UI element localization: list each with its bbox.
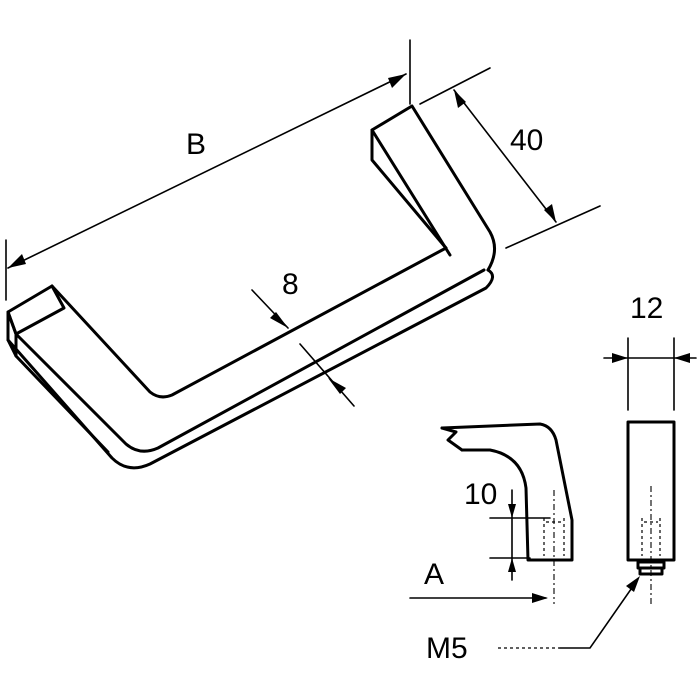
dimension-10: 10 — [464, 478, 551, 581]
hole-depth-arrow-top — [508, 504, 516, 518]
thread-leader-arrow — [626, 576, 640, 592]
handle-top-inner-edge — [50, 246, 448, 399]
side-profile-view — [440, 422, 574, 604]
width-arrow-right — [674, 353, 690, 363]
b-arrow-right — [388, 74, 406, 88]
profile-break-line — [440, 426, 464, 452]
dimension-a: A — [409, 558, 548, 603]
depth-extension-bottom — [505, 205, 601, 249]
depth-label: 40 — [510, 124, 543, 157]
projection-label: A — [424, 558, 444, 591]
left-end-top-face — [6, 284, 66, 336]
handle-middle-edge — [14, 268, 486, 453]
depth-arrow-bottom — [544, 204, 556, 222]
thickness-arrow-top — [270, 312, 288, 328]
handle-isometric-view — [6, 104, 496, 470]
dimension-40: 40 — [419, 67, 601, 249]
thickness-arrow-bottom — [328, 378, 346, 394]
hole-depth-label: 10 — [464, 478, 497, 511]
thickness-leader-bottom — [299, 343, 355, 407]
thickness-label: 8 — [282, 268, 299, 301]
handle-right-leg — [370, 104, 496, 272]
thread-label: M5 — [426, 632, 468, 665]
b-label: B — [186, 128, 206, 161]
dimension-8: 8 — [251, 268, 355, 407]
width-arrow-left — [612, 353, 628, 363]
hole-depth-arrow-bottom — [508, 558, 516, 572]
front-end-view — [626, 420, 676, 604]
dimension-12: 12 — [603, 292, 697, 411]
b-arrow-left — [8, 254, 26, 268]
handle-bottom-outer-edge — [6, 268, 494, 470]
width-label: 12 — [630, 292, 663, 325]
projection-arrow — [532, 593, 548, 603]
handle-left-lower-edge — [14, 354, 110, 454]
depth-arrow-top — [454, 90, 466, 108]
b-dimension-line — [7, 73, 407, 269]
depth-dimension-line — [453, 89, 557, 223]
thread-callout: M5 — [426, 576, 640, 665]
handle-right-leg-edge — [370, 128, 452, 257]
screw-washer — [638, 566, 664, 576]
depth-extension-top — [419, 67, 491, 105]
thread-leader-line — [559, 581, 637, 649]
dimension-b: B — [5, 39, 411, 301]
profile-outline — [440, 422, 574, 562]
